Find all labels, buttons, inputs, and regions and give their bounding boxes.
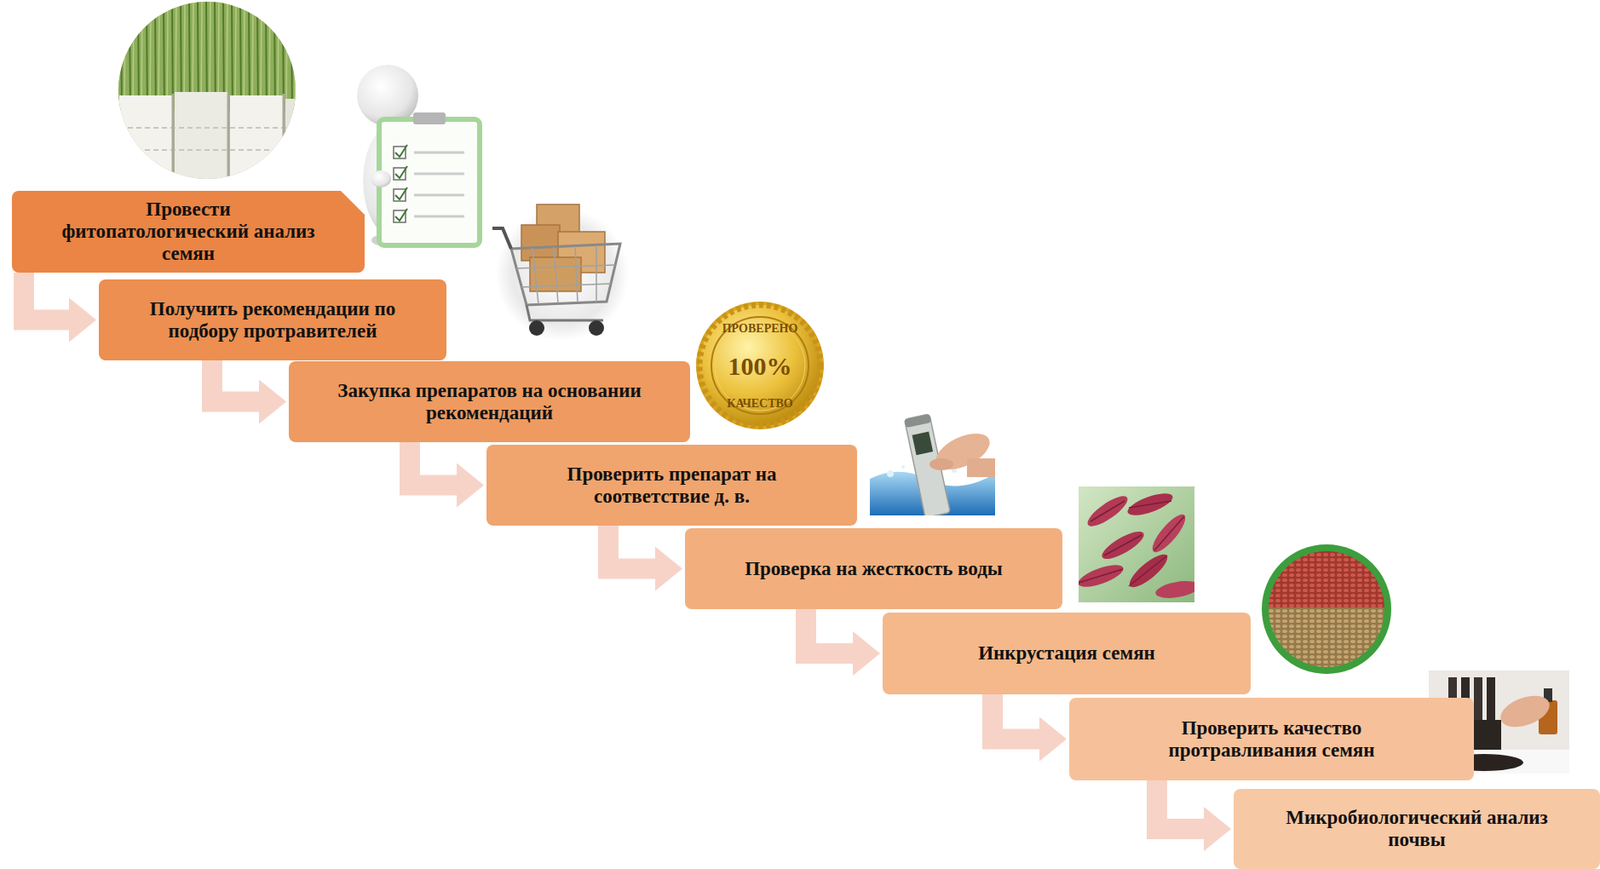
process-box: Проверка на жесткость воды	[684, 528, 1063, 610]
shopping-cart	[492, 204, 629, 341]
soil-lab-photo	[1486, 677, 1496, 722]
shopping-cart	[511, 243, 621, 306]
shopping-cart	[492, 228, 512, 249]
process-box: Закупка препаратов на основании рекоменд…	[288, 361, 691, 443]
person-figure	[370, 170, 392, 188]
quality-seal	[696, 301, 824, 430]
flow-arrow	[608, 525, 656, 570]
flow-arrow	[212, 360, 259, 403]
step-text: Провести фитопатологический анализ семян	[51, 198, 325, 265]
flow-arrow	[409, 442, 457, 486]
step-text: Инкрустация семян	[978, 642, 1156, 665]
process-box: Проверить качество протравливания семян	[1069, 697, 1474, 781]
step-text: Получить рекомендации по подбору протрав…	[119, 298, 426, 343]
process-box: Микробиологический анализ почвы	[1233, 788, 1600, 869]
water-tester-photo	[886, 470, 894, 478]
flow-arrow	[23, 272, 70, 321]
shopping-cart	[588, 320, 605, 336]
seed-closeup	[1154, 578, 1195, 602]
soil-lab-photo	[1473, 677, 1483, 722]
seedling-photo	[230, 95, 283, 190]
treated-seed-bowl	[1268, 551, 1385, 608]
seal-text: 100%	[728, 351, 793, 381]
person-figure	[379, 119, 480, 246]
treated-seed-bowl	[1261, 544, 1392, 674]
step-text: Проверить препарат на соответствие д. в.	[531, 463, 813, 508]
process-box: Получить рекомендации по подбору протрав…	[98, 279, 447, 361]
step-text: Проверить качество протравливания семян	[1131, 717, 1413, 762]
seal-text: КАЧЕСТВО	[726, 397, 793, 411]
flow-arrow	[1156, 780, 1204, 829]
person-figure	[395, 144, 408, 221]
seedling-photo	[119, 95, 173, 190]
treated-seed-bowl	[1268, 607, 1385, 668]
step-text: Микробиологический анализ почвы	[1271, 806, 1562, 852]
flow-arrow	[992, 694, 1040, 740]
seedling-photo	[172, 93, 284, 184]
seedling-photo	[174, 92, 228, 190]
person-figure	[356, 64, 480, 247]
treated-seed-bowl	[1261, 544, 1392, 674]
quality-seal	[714, 320, 806, 411]
quality-seal	[699, 305, 821, 426]
seal-text: ПРОВЕРЕНО	[722, 322, 799, 336]
process-box: Инкрустация семян	[882, 612, 1251, 695]
quality-seal	[696, 301, 824, 430]
seed-closeup	[1078, 486, 1195, 603]
seedling-photo	[110, 0, 320, 190]
seedling-photo	[119, 127, 320, 150]
water-tester-photo	[929, 458, 954, 471]
quality-seal	[711, 316, 809, 415]
seed-closeup	[1078, 500, 1185, 587]
process-box: Провести фитопатологический анализ семян	[11, 190, 365, 273]
water-tester-photo	[904, 414, 932, 428]
process-box: Проверить препарат на соответствие д. в.	[486, 444, 858, 526]
shopping-cart	[529, 320, 545, 336]
person-figure	[414, 152, 465, 217]
seedling-photo	[285, 98, 320, 190]
shopping-cart	[526, 305, 604, 321]
water-tester-photo	[966, 458, 996, 478]
soil-lab-photo	[1496, 690, 1554, 734]
flow-arrow	[805, 609, 853, 654]
step-text: Проверка на жесткость воды	[744, 558, 1003, 581]
person-figure	[413, 112, 446, 125]
water-tester-photo	[901, 465, 905, 469]
water-tester-photo	[912, 431, 934, 456]
treated-seed-bowl	[1268, 551, 1385, 668]
water-tester-photo	[869, 410, 996, 516]
step-text: Закупка препаратов на основании рекоменд…	[310, 379, 669, 425]
shopping-cart	[516, 245, 616, 305]
